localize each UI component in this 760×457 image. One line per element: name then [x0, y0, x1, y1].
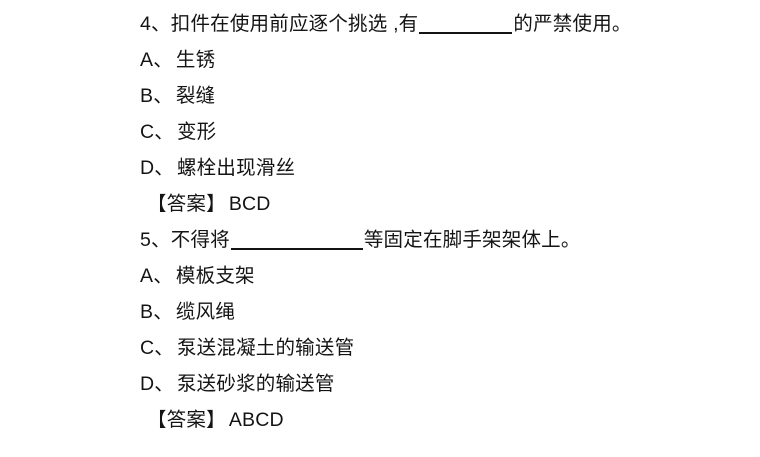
- option-row: C、变形: [140, 114, 750, 150]
- answer-row: 【答案】ABCD: [140, 402, 750, 438]
- question-stem-text-before-blank: 扣件在使用前应逐个挑选 ,有: [170, 13, 419, 35]
- question-stem-text-after-blank: 的严禁使用。: [513, 13, 632, 35]
- answer-value: ABCD: [228, 409, 284, 431]
- option-label: C、: [140, 337, 174, 359]
- option-text: 泵送混凝土的输送管: [176, 337, 355, 359]
- option-label: D、: [140, 373, 174, 395]
- document-body: 4、扣件在使用前应逐个挑选 ,有的严禁使用。 A、生锈 B、裂缝 C、变形 D、…: [0, 6, 760, 438]
- option-row: B、裂缝: [140, 78, 750, 114]
- option-text: 缆风绳: [175, 301, 236, 323]
- question-number: 4、: [140, 13, 171, 35]
- question-stem-text-before-blank: 不得将: [170, 229, 230, 251]
- option-text: 裂缝: [175, 85, 216, 107]
- fill-in-blank: [419, 19, 513, 34]
- option-row: D、螺栓出现滑丝: [140, 150, 750, 186]
- answer-value: BCD: [228, 193, 271, 215]
- option-label: C、: [140, 121, 174, 143]
- option-label: A、: [140, 49, 173, 71]
- option-row: C、泵送混凝土的输送管: [140, 330, 750, 366]
- option-text: 变形: [176, 121, 217, 143]
- option-text: 螺栓出现滑丝: [176, 157, 296, 179]
- answer-label: 【答案】: [147, 193, 226, 215]
- fill-in-blank: [230, 235, 363, 250]
- question-number: 5、: [140, 229, 171, 251]
- option-text: 泵送砂浆的输送管: [176, 373, 335, 395]
- option-text: 模板支架: [175, 265, 255, 287]
- question-stem: 5、不得将 等固定在脚手架架体上。: [140, 222, 750, 258]
- option-label: B、: [140, 301, 173, 323]
- option-label: B、: [140, 85, 173, 107]
- answer-row: 【答案】BCD: [140, 186, 750, 222]
- answer-label: 【答案】: [147, 409, 226, 431]
- option-row: B、缆风绳: [140, 294, 750, 330]
- option-row: D、泵送砂浆的输送管: [140, 366, 750, 402]
- option-row: A、生锈: [140, 42, 750, 78]
- question-stem-text-after-blank: 等固定在脚手架架体上。: [363, 229, 581, 251]
- option-label: A、: [140, 265, 173, 287]
- option-text: 生锈: [175, 49, 216, 71]
- option-row: A、模板支架: [140, 258, 750, 294]
- question-stem: 4、扣件在使用前应逐个挑选 ,有 的严禁使用。: [140, 6, 750, 42]
- option-label: D、: [140, 157, 174, 179]
